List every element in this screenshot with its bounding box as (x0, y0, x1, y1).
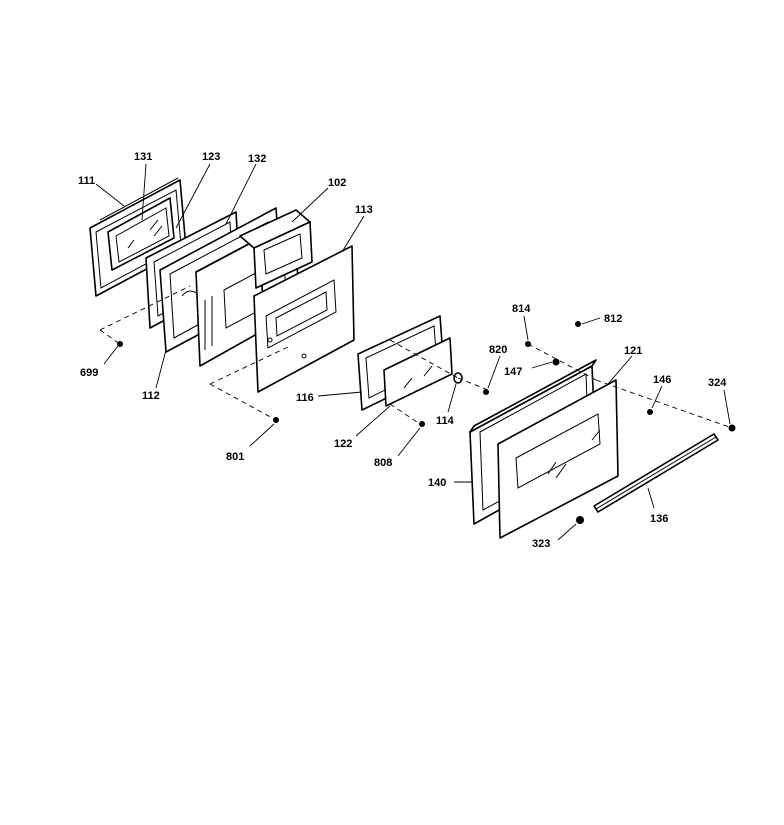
label-113: 113 (355, 204, 373, 216)
part-131-glass (107, 197, 175, 271)
label-812: 812 (604, 313, 622, 325)
label-146: 146 (653, 374, 671, 386)
label-132: 132 (248, 153, 266, 165)
screw-820-icon (483, 389, 489, 395)
label-121: 121 (624, 345, 642, 357)
part-136-handle-rod (593, 433, 719, 513)
part-121-outer-glass (497, 379, 619, 539)
alignment-lines (99, 285, 733, 429)
screw-812-icon (575, 321, 581, 327)
screw-147-icon (552, 358, 560, 366)
label-140: 140 (428, 477, 446, 489)
label-699: 699 (80, 367, 98, 379)
screw-801-icon (273, 417, 279, 423)
label-136: 136 (650, 513, 668, 525)
label-820: 820 (489, 344, 507, 356)
label-111: 111 (78, 175, 95, 187)
label-122: 122 (334, 438, 352, 450)
label-112: 112 (142, 390, 160, 402)
leader-lines (95, 163, 731, 541)
label-324: 324 (708, 377, 727, 389)
part-102-insulation (239, 209, 313, 289)
screw-699-icon (117, 341, 123, 347)
part-122-window-glass (383, 337, 453, 407)
screw-324-icon (728, 424, 736, 432)
part-113-inner-panel (253, 245, 355, 393)
label-102: 102 (328, 177, 346, 189)
fasteners (117, 321, 736, 524)
screw-323-icon (576, 516, 584, 524)
label-123: 123 (202, 151, 220, 163)
label-323: 323 (532, 538, 550, 550)
screw-814-icon (525, 341, 531, 347)
label-147: 147 (504, 366, 522, 378)
label-808: 808 (374, 457, 392, 469)
label-131: 131 (134, 151, 152, 163)
label-114: 114 (436, 415, 455, 427)
label-116: 116 (296, 392, 314, 404)
screw-808-icon (419, 421, 425, 427)
label-801: 801 (226, 451, 244, 463)
label-814: 814 (512, 303, 531, 315)
screw-146-icon (647, 409, 653, 415)
part-labels: 111 131 123 132 102 113 699 112 801 116 … (78, 151, 727, 550)
